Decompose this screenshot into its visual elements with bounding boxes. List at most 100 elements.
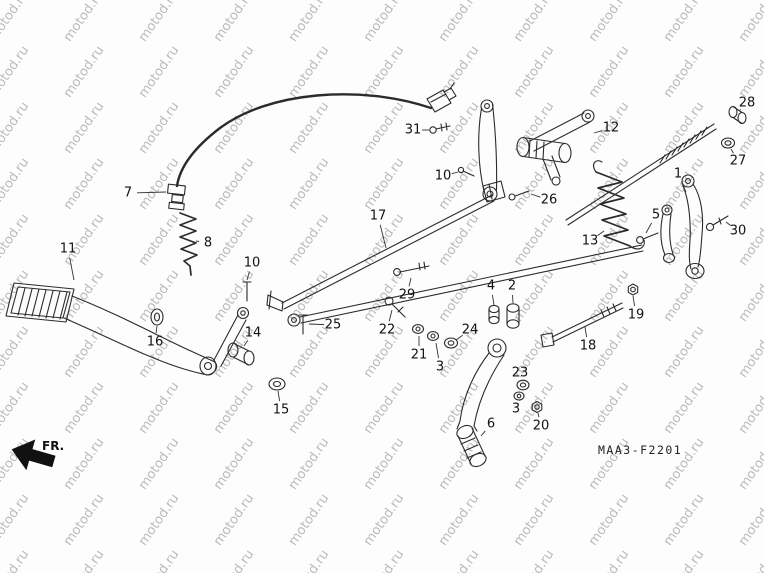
watermark-text: motod.ru — [136, 435, 182, 492]
watermark-text: motod.ru — [436, 267, 482, 324]
callout-25: 25 — [325, 318, 342, 333]
watermark-text: motod.ru — [0, 43, 32, 100]
watermark-text: motod.ru — [286, 491, 332, 548]
dust-seal-15 — [268, 377, 286, 391]
roller-28 — [728, 105, 747, 125]
watermark-text: motod.ru — [211, 43, 257, 100]
watermark-text: motod.ru — [586, 491, 632, 548]
watermark-text: motod.ru — [136, 491, 182, 548]
callout-leader-5 — [645, 222, 653, 234]
watermark-text: motod.ru — [211, 547, 257, 573]
brake-switch-cable — [166, 82, 457, 211]
watermark-text: motod.ru — [211, 99, 257, 156]
gearshift-pedal-6 — [456, 338, 507, 468]
watermark-text: motod.ru — [661, 323, 707, 380]
watermark-text: motod.ru — [511, 547, 557, 573]
bolt-29 — [393, 261, 430, 276]
watermark-text: motod.ru — [586, 155, 632, 212]
nut-19 — [627, 283, 639, 296]
callout-leader-29 — [408, 277, 412, 287]
watermark-text: motod.ru — [736, 0, 764, 45]
watermark-text: motod.ru — [661, 211, 707, 268]
watermark-text: motod.ru — [136, 0, 182, 45]
watermark-text: motod.ru — [136, 99, 182, 156]
watermark-text: motod.ru — [0, 267, 32, 324]
callout-27: 27 — [730, 154, 747, 169]
lever-assembly-1 — [660, 174, 705, 280]
callout-leader-11 — [69, 257, 75, 281]
washer-24 — [443, 337, 459, 349]
watermark-text: motod.ru — [736, 211, 764, 268]
watermark-text: motod.ru — [136, 547, 182, 573]
callout-leader-10 — [451, 171, 459, 175]
watermark-text: motod.ru — [211, 155, 257, 212]
watermark-text: motod.ru — [661, 99, 707, 156]
callout-leader-8 — [195, 240, 200, 242]
watermark-text: motod.ru — [736, 435, 764, 492]
watermark-text: motod.ru — [661, 0, 707, 45]
callout-22: 22 — [379, 323, 396, 338]
watermark-text: motod.ru — [0, 379, 32, 436]
callout-leader-19 — [632, 295, 636, 307]
callout-13: 13 — [582, 234, 599, 249]
callout-leader-16 — [155, 325, 158, 334]
watermark-text: motod.ru — [61, 43, 107, 100]
callout-24: 24 — [462, 323, 479, 338]
callout-leader-12 — [593, 130, 603, 134]
gearshift-arm-12 — [516, 109, 595, 186]
callout-18: 18 — [580, 339, 597, 354]
callout-10: 10 — [435, 169, 452, 184]
watermark-text: motod.ru — [286, 0, 332, 45]
watermark-text: motod.ru — [436, 547, 482, 573]
watermark-text: motod.ru — [511, 267, 557, 324]
pivot-collar-14 — [227, 342, 255, 366]
watermark-text: motod.ru — [661, 491, 707, 548]
callout-1: 1 — [674, 167, 682, 182]
watermark-text: motod.ru — [61, 547, 107, 573]
callout-leader-7 — [136, 191, 167, 194]
callout-12: 12 — [603, 121, 620, 136]
callout-14: 14 — [245, 326, 262, 341]
watermark-text: motod.ru — [361, 547, 407, 573]
watermark-text: motod.ru — [61, 0, 107, 45]
watermark-text: motod.ru — [661, 379, 707, 436]
watermark-text: motod.ru — [0, 491, 32, 548]
collar-2 — [506, 303, 520, 329]
watermark-text: motod.ru — [361, 0, 407, 45]
watermark-text: motod.ru — [211, 379, 257, 436]
pivot-pin-10-left — [242, 281, 252, 302]
watermark-text: motod.ru — [0, 323, 32, 380]
brake-rod-17 — [266, 180, 506, 312]
callout-26: 26 — [541, 193, 558, 208]
callout-leader-18 — [584, 326, 588, 338]
watermark-text: motod.ru — [586, 43, 632, 100]
washer-27 — [720, 137, 736, 149]
watermark-text: motod.ru — [211, 491, 257, 548]
washer-21 — [411, 324, 425, 334]
watermark-text: motod.ru — [211, 435, 257, 492]
watermark-text: motod.ru — [361, 99, 407, 156]
callout-29: 29 — [399, 288, 416, 303]
watermark-text: motod.ru — [0, 211, 32, 268]
bolt-26 — [508, 190, 530, 201]
watermark-text: motod.ru — [736, 43, 764, 100]
callout-leader-30 — [725, 221, 732, 226]
watermark-text: motod.ru — [0, 99, 32, 156]
watermark-text: motod.ru — [736, 323, 764, 380]
callout-30: 30 — [730, 224, 747, 239]
watermark-text: motod.ru — [436, 43, 482, 100]
watermark-text: motod.ru — [211, 0, 257, 45]
callout-leader-1 — [681, 182, 687, 193]
callout-leader-15 — [277, 390, 281, 402]
watermark-text: motod.ru — [286, 379, 332, 436]
watermark-text: motod.ru — [0, 155, 32, 212]
callout-leader-3 — [435, 342, 439, 359]
callout-leader-4 — [491, 294, 495, 306]
watermark-text: motod.ru — [436, 0, 482, 45]
watermark-text: motod.ru — [0, 0, 32, 45]
watermark-text: motod.ru — [586, 0, 632, 45]
callout-16: 16 — [147, 335, 164, 350]
watermark-text: motod.ru — [586, 547, 632, 573]
